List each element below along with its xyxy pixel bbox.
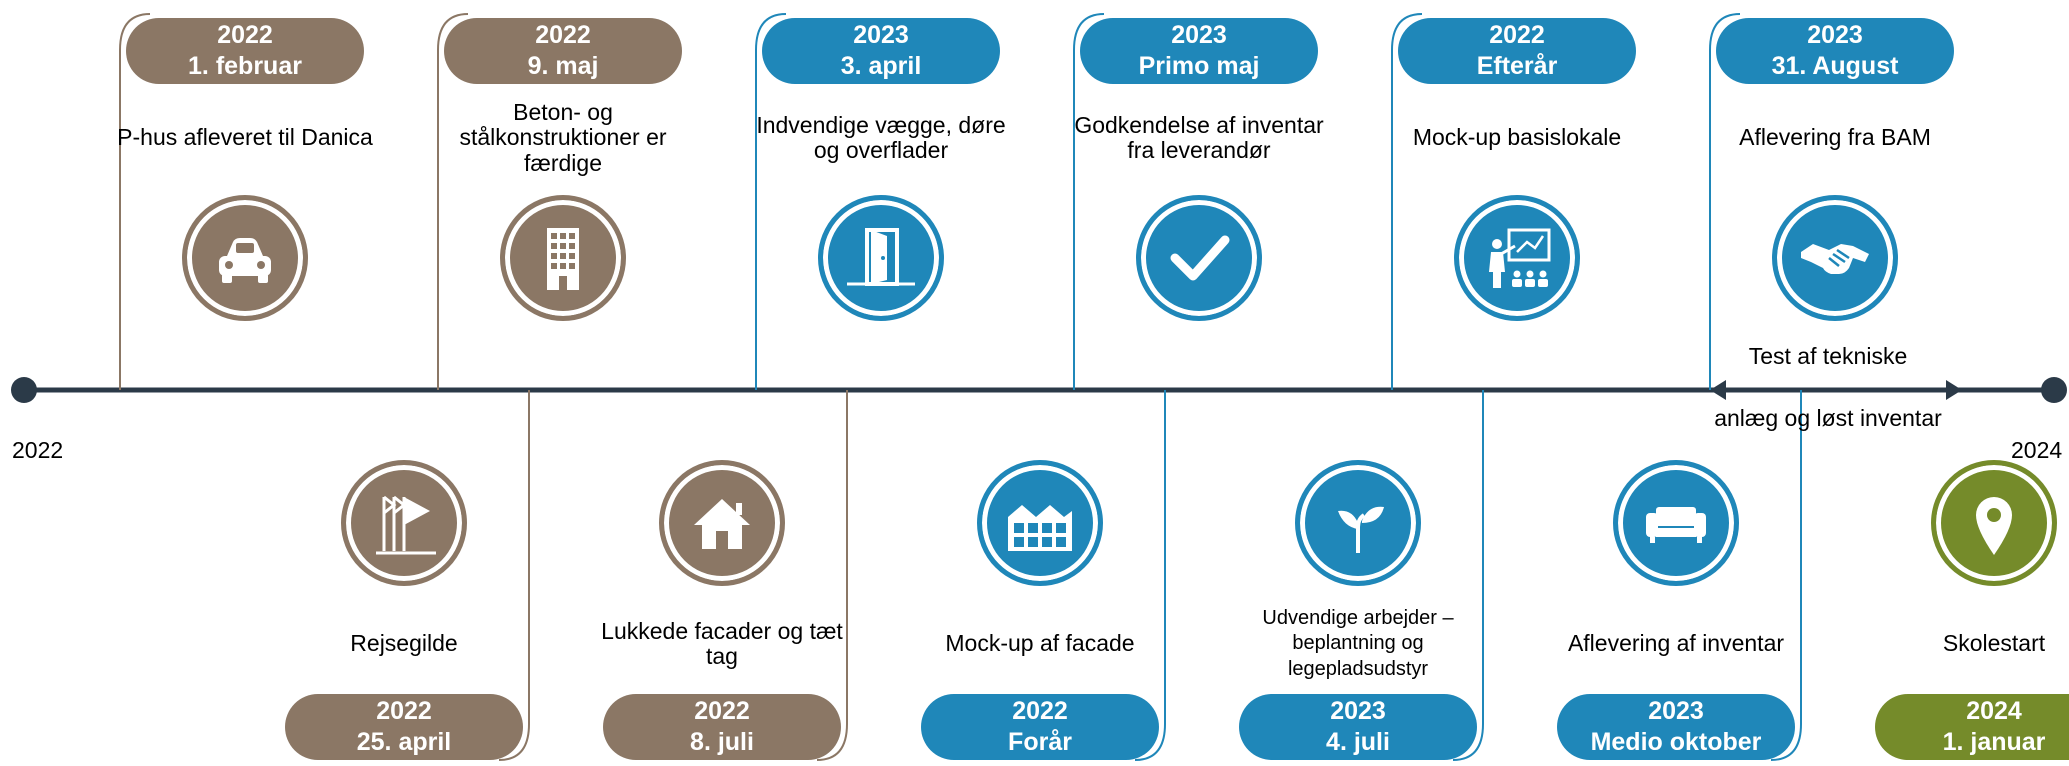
date-badge: 2023 3. april	[762, 18, 1000, 84]
facade-icon	[977, 460, 1103, 586]
car-icon	[182, 195, 308, 321]
badge-year: 2022	[1012, 697, 1068, 725]
timeline-start-dot	[11, 377, 37, 403]
bottom-bracket-1	[816, 390, 848, 761]
checkmark-icon	[1136, 195, 1262, 321]
badge-date: 1. januar	[1942, 728, 2046, 756]
date-badge: 2022 1. februar	[126, 18, 364, 84]
badge-year: 2022	[217, 21, 273, 49]
date-badge: 2024 1. januar	[1875, 694, 2069, 760]
flags-icon-glyph	[376, 495, 436, 555]
handshake-icon	[1772, 195, 1898, 321]
event-description: Aflevering af inventar	[1567, 630, 1785, 657]
badge-year: 2023	[1648, 697, 1704, 725]
badge-year: 2023	[1171, 21, 1227, 49]
top-bracket-0	[119, 13, 151, 390]
bottom-bracket-0	[498, 390, 530, 761]
date-badge: 2022 9. maj	[444, 18, 682, 84]
top-bracket-2	[755, 13, 787, 390]
date-badge: 2022 25. april	[285, 694, 523, 760]
date-badge: 2023 4. juli	[1239, 694, 1477, 760]
test-period-label-line1: Test af tekniske	[1748, 343, 1908, 369]
top-bracket-3	[1073, 13, 1105, 390]
sofa-icon	[1613, 460, 1739, 586]
badge-date: 8. juli	[690, 728, 754, 756]
bottom-bracket-2	[1134, 390, 1166, 761]
badge-year: 2022	[535, 21, 591, 49]
car-icon-glyph	[219, 238, 271, 283]
building-icon-glyph	[547, 228, 579, 290]
handshake-icon-glyph	[1801, 244, 1869, 274]
top-bracket-1	[437, 13, 469, 390]
event-description: Skolestart	[1942, 630, 2046, 657]
event-description: Indvendige vægge, døre og overflader	[756, 111, 1006, 163]
badge-date: Forår	[1008, 728, 1072, 756]
badge-year: 2022	[694, 697, 750, 725]
date-badge: 2023 31. August	[1716, 18, 1954, 84]
house-icon-glyph	[694, 499, 750, 549]
badge-year: 2023	[853, 21, 909, 49]
badge-date: 4. juli	[1326, 728, 1390, 756]
badge-date: Primo maj	[1138, 52, 1260, 80]
test-period-label-line2: anlæg og løst inventar	[1714, 405, 1942, 431]
bottom-bracket-3	[1452, 390, 1484, 761]
badge-date: 31. August	[1771, 52, 1899, 80]
event-description: Godkendelse af inventar fra leverandør	[1074, 111, 1324, 163]
door-icon	[818, 195, 944, 321]
badge-date: Medio oktober	[1590, 728, 1762, 756]
badge-date: Efterår	[1476, 52, 1558, 80]
checkmark-icon-glyph	[1170, 235, 1230, 281]
top-bracket-4	[1391, 13, 1423, 390]
building-icon	[500, 195, 626, 321]
event-description: Mock-up basislokale	[1412, 124, 1622, 151]
timeline-end-dot	[2041, 377, 2067, 403]
sofa-icon-glyph	[1646, 507, 1706, 543]
presentation-icon-glyph	[1489, 228, 1551, 288]
house-icon	[659, 460, 785, 586]
location-pin-icon	[1931, 460, 2057, 586]
event-description: Lukkede facader og tæt tag	[601, 617, 843, 669]
event-description: Rejsegilde	[350, 630, 458, 657]
badge-year: 2022	[1489, 21, 1545, 49]
badge-year: 2023	[1807, 21, 1863, 49]
badge-year: 2024	[1966, 697, 2022, 725]
badge-year: 2022	[376, 697, 432, 725]
event-description: P-hus afleveret til Danica	[117, 124, 373, 151]
plant-icon	[1295, 460, 1421, 586]
facade-icon-glyph	[1008, 505, 1072, 551]
location-pin-icon-glyph	[1976, 497, 2012, 555]
start-year-label: 2022	[12, 437, 64, 463]
end-year-label: 2024	[2011, 437, 2063, 463]
bottom-bracket-4	[1770, 390, 1802, 761]
badge-year: 2023	[1330, 697, 1386, 725]
flags-icon	[341, 460, 467, 586]
badge-date: 9. maj	[527, 52, 599, 80]
test-period-arrowhead-left	[1710, 380, 1726, 400]
badge-date: 3. april	[840, 52, 922, 80]
event-description: Beton- og stålkonstruktioner er færdige	[459, 98, 667, 176]
date-badge: 2022 8. juli	[603, 694, 841, 760]
plant-icon-glyph	[1338, 506, 1384, 553]
top-bracket-5	[1709, 13, 1741, 390]
presentation-icon	[1454, 195, 1580, 321]
test-period-arrowhead-right	[1946, 380, 1962, 400]
door-icon-glyph	[847, 228, 915, 286]
event-description: Mock-up af facade	[945, 630, 1135, 657]
event-description: Udvendige arbejder – beplantning og lege…	[1262, 606, 1454, 680]
badge-date: 1. februar	[188, 52, 302, 80]
event-description: Aflevering fra BAM	[1739, 124, 1931, 151]
badge-date: 25. april	[356, 728, 452, 756]
